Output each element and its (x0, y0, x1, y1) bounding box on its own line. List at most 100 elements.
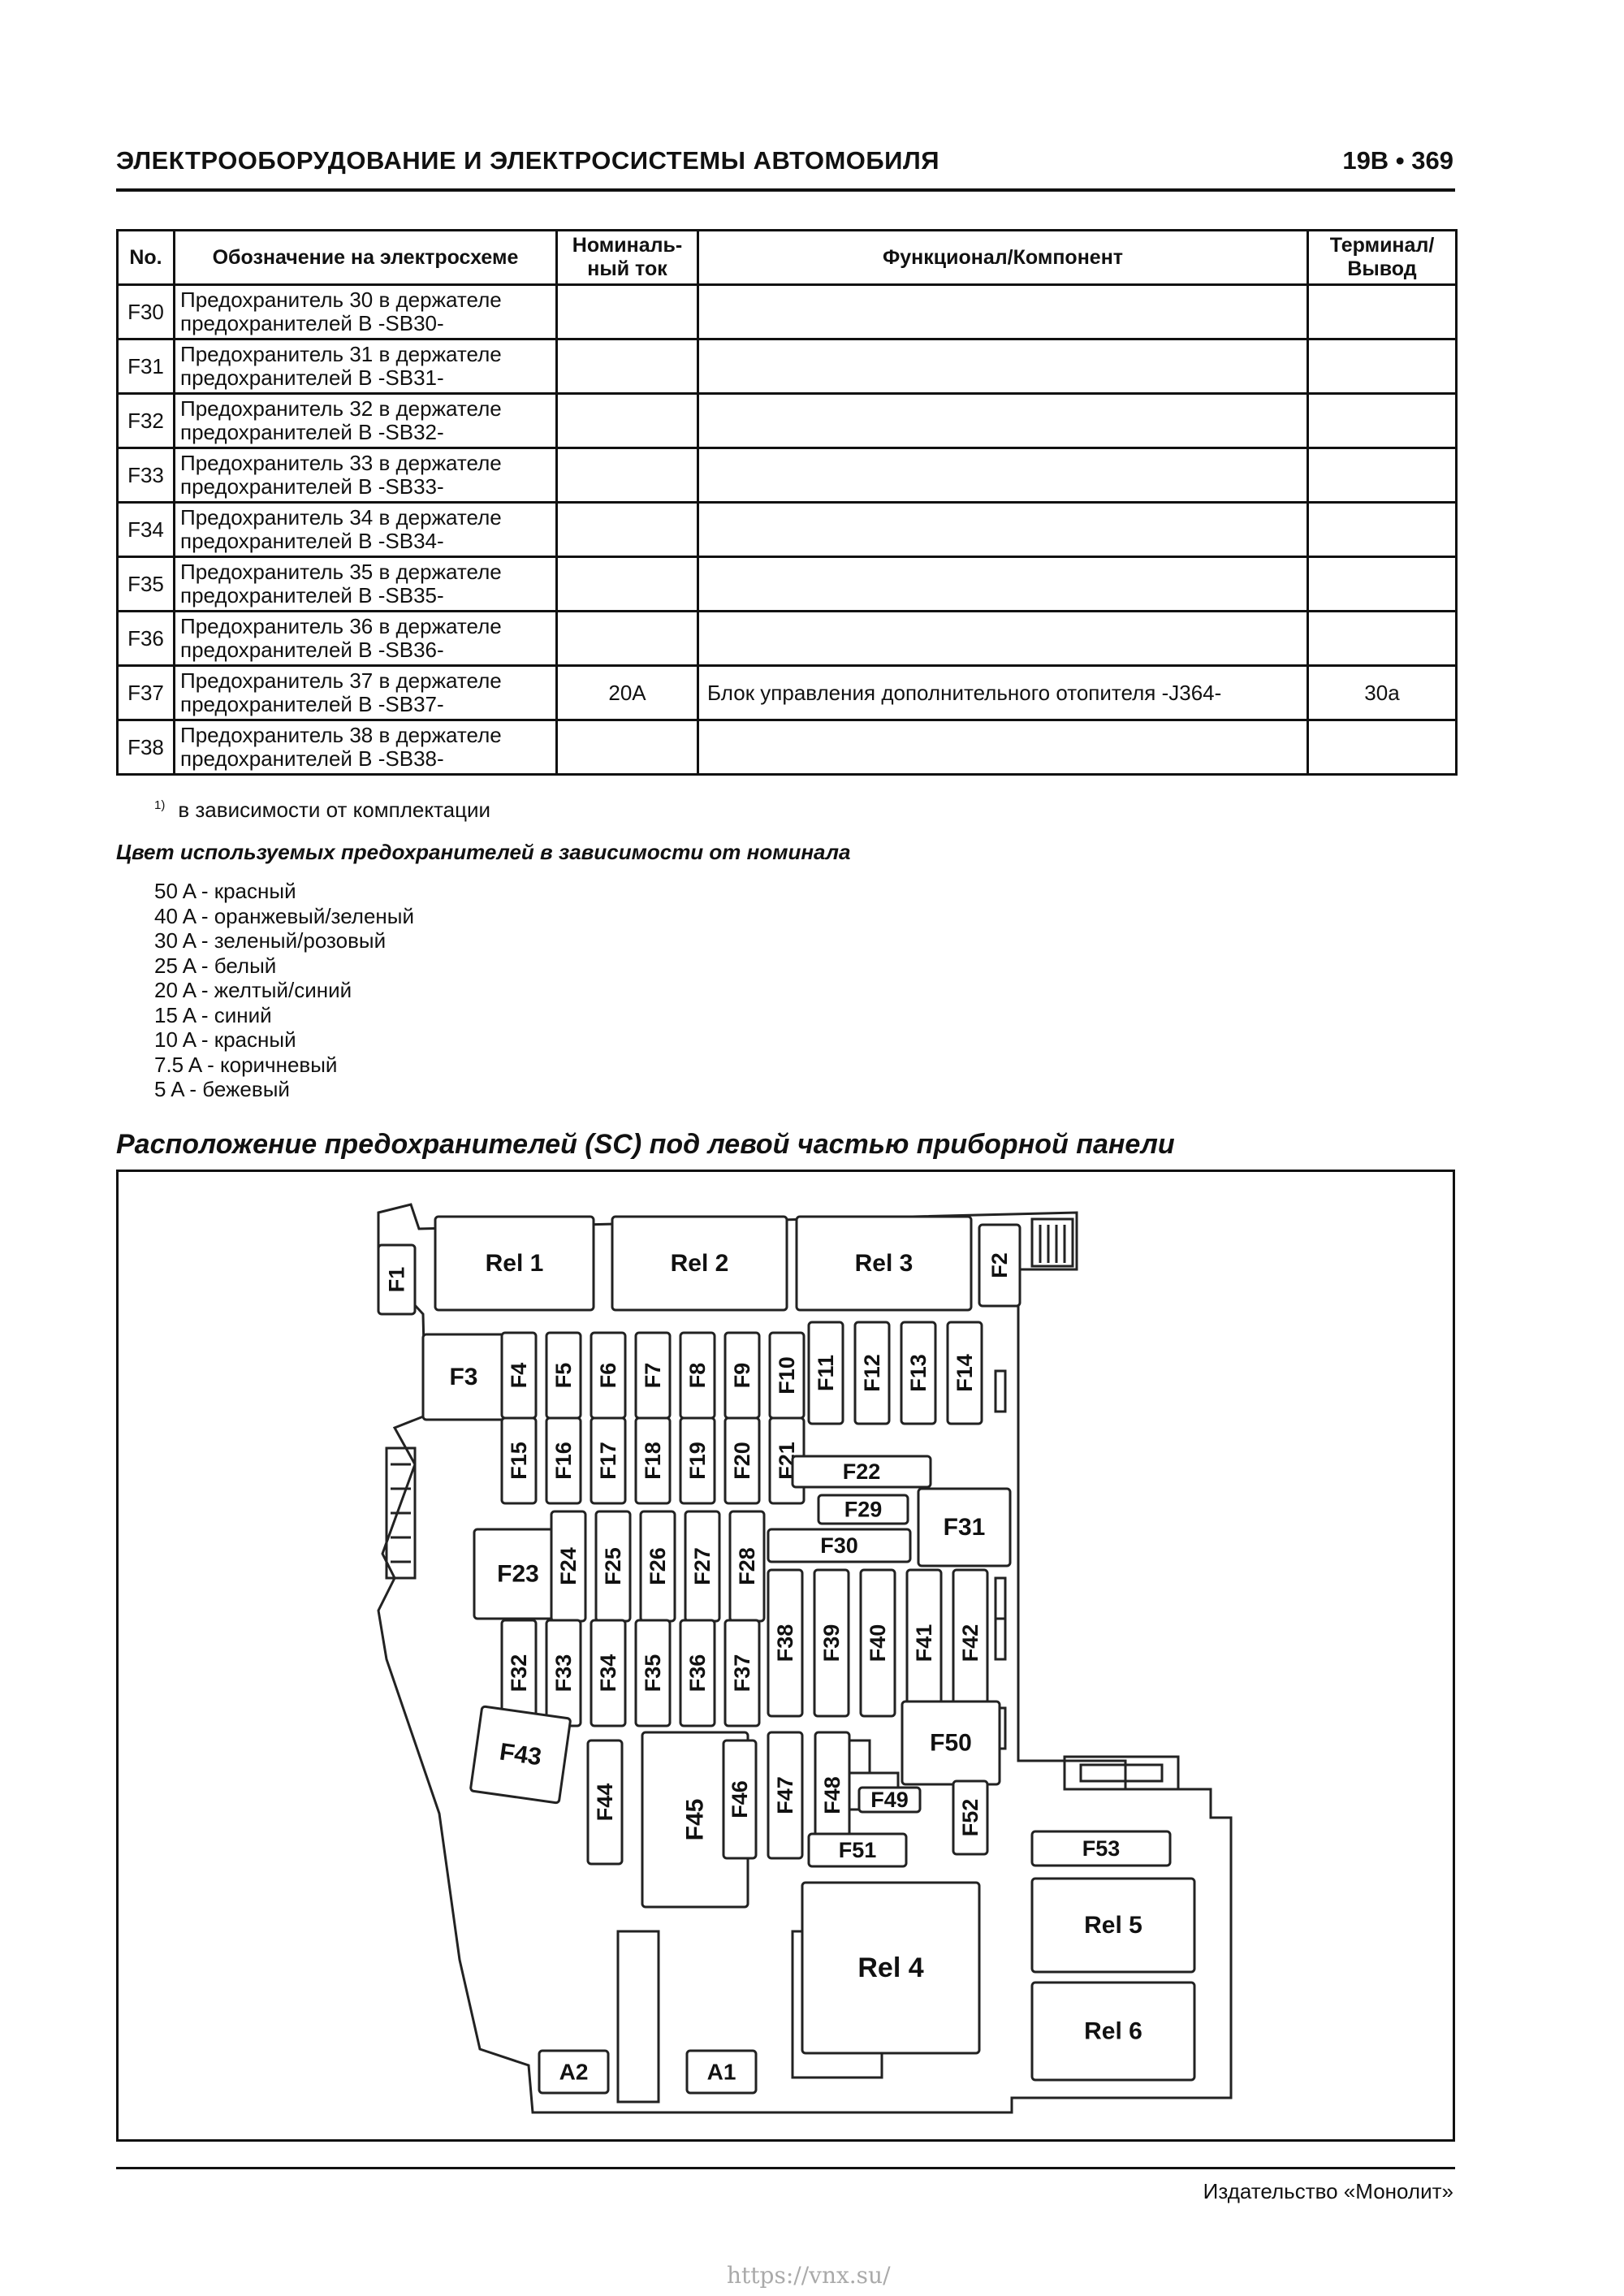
fuse-f36-body (679, 1619, 716, 1727)
cell-terminal: 30a (1307, 664, 1458, 721)
cell-designation: Предохранитель 36 в держателе предохрани… (173, 610, 558, 667)
relay-rel5-label: Rel 5 (1084, 1912, 1142, 1939)
legend-item: 10 A - красный (154, 1027, 296, 1052)
legend-item: 40 A - оранжевый/зеленый (154, 903, 414, 928)
cell-terminal (1307, 283, 1458, 340)
fuse-f38-body (767, 1568, 804, 1718)
fuse-f44-body (586, 1739, 624, 1866)
fuse-f44: F44 (586, 1739, 624, 1866)
fuse-f4: F4 (500, 1331, 538, 1420)
relay-rel4-label: Rel 4 (857, 1952, 923, 1983)
cell-function (697, 338, 1309, 395)
fuse-f49: F49 (857, 1786, 922, 1814)
fuse-f48: F48 (814, 1731, 851, 1860)
fuse-f6-label: F6 (596, 1363, 620, 1389)
relay-rel1: Rel 1 (434, 1215, 595, 1312)
connector-a1-label: A1 (707, 2060, 736, 2085)
fuse-f34: F34 (590, 1619, 627, 1727)
relay-rel2: Rel 2 (611, 1215, 788, 1312)
fuse-f32: F32 (500, 1619, 538, 1727)
fuse-f15-body (500, 1416, 538, 1505)
fuse-f52: F52 (952, 1779, 989, 1856)
fuse-f39-label: F39 (819, 1624, 844, 1663)
fuse-f43-body (469, 1705, 572, 1805)
fuse-f27-label: F27 (690, 1547, 715, 1585)
cell-no: F30 (116, 283, 175, 340)
connector-a2-label: A2 (559, 2060, 589, 2085)
fuse-f4-label: F4 (507, 1363, 531, 1389)
footnote-mark: 1) (154, 798, 166, 813)
fuse-f1-label: F1 (385, 1267, 409, 1293)
cell-terminal (1307, 719, 1458, 776)
fuse-f40-label: F40 (866, 1624, 890, 1663)
footnote: 1)в зависимости от комплектации (154, 798, 490, 823)
cell-terminal (1307, 501, 1458, 558)
fuse-f51-label: F51 (839, 1838, 877, 1862)
relay-rel2-label: Rel 2 (671, 1250, 729, 1277)
fuse-f41-label: F41 (912, 1624, 936, 1663)
fuse-f47-body (767, 1731, 804, 1860)
fuse-f34-label: F34 (596, 1654, 620, 1693)
fuse-f50-body (901, 1700, 1001, 1786)
fuse-f46-label: F46 (728, 1780, 752, 1818)
fuse-f37: F37 (723, 1619, 761, 1727)
fuse-f39: F39 (813, 1568, 850, 1718)
cell-designation: Предохранитель 37 в держателе предохрани… (173, 664, 558, 721)
fuse-f22-label: F22 (843, 1459, 881, 1484)
fuse-f7: F7 (634, 1331, 672, 1420)
fuse-f1: F1 (377, 1243, 417, 1316)
fuse-f16: F16 (545, 1416, 582, 1505)
fuse-f35-body (634, 1619, 672, 1727)
cell-terminal (1307, 338, 1458, 395)
fuse-f3-label: F3 (449, 1364, 477, 1390)
fuse-f11-body (807, 1321, 844, 1425)
fuse-f47: F47 (767, 1731, 804, 1860)
fuse-f9: F9 (723, 1331, 761, 1420)
fuse-f32-label: F32 (507, 1654, 531, 1693)
cell-function (697, 447, 1309, 504)
fuse-f52-body (952, 1779, 989, 1856)
fuse-f25: F25 (594, 1510, 632, 1623)
legend-item: 7.5 A - коричневый (154, 1052, 338, 1077)
fuse-f28-label: F28 (735, 1547, 759, 1585)
legend-item: 5 A - бежевый (154, 1077, 290, 1101)
fuse-f18: F18 (634, 1416, 672, 1505)
fuse-f5-label: F5 (551, 1363, 576, 1389)
cell-current (555, 719, 699, 776)
footer-rule (116, 2167, 1455, 2169)
fuse-f49-label: F49 (870, 1788, 909, 1812)
cell-designation: Предохранитель 38 в держателе предохрани… (173, 719, 558, 776)
cell-no: F38 (116, 719, 175, 776)
fuse-f10: F10 (768, 1331, 806, 1420)
fuse-f14-label: F14 (952, 1354, 977, 1392)
fuse-f42-label: F42 (958, 1624, 983, 1663)
fuse-f29-label: F29 (844, 1498, 883, 1522)
header-title: ЭЛЕКТРООБОРУДОВАНИЕ И ЭЛЕКТРОСИСТЕМЫ АВТ… (116, 146, 939, 175)
cell-function (697, 719, 1309, 776)
fuse-f17-label: F17 (596, 1442, 620, 1480)
cell-no: F36 (116, 610, 175, 667)
relay-rel3-label: Rel 3 (855, 1250, 914, 1277)
fuse-f31-body (917, 1487, 1012, 1567)
cell-designation: Предохранитель 32 в держателе предохрани… (173, 392, 558, 449)
cell-function (697, 392, 1309, 449)
cell-current (555, 392, 699, 449)
fuse-f9-label: F9 (730, 1363, 754, 1389)
fuse-f10-label: F10 (775, 1356, 799, 1394)
fuse-f44-label: F44 (593, 1784, 617, 1822)
col-header-terminal: Терминал/ Вывод (1307, 229, 1458, 286)
fuse-f25-label: F25 (601, 1547, 625, 1585)
fuse-f15: F15 (500, 1416, 538, 1505)
cell-no: F32 (116, 392, 175, 449)
relay-rel2-body (611, 1215, 788, 1312)
fuse-f17-body (590, 1416, 627, 1505)
fuse-f34-body (590, 1619, 627, 1727)
relay-rel5-body (1030, 1877, 1196, 1974)
